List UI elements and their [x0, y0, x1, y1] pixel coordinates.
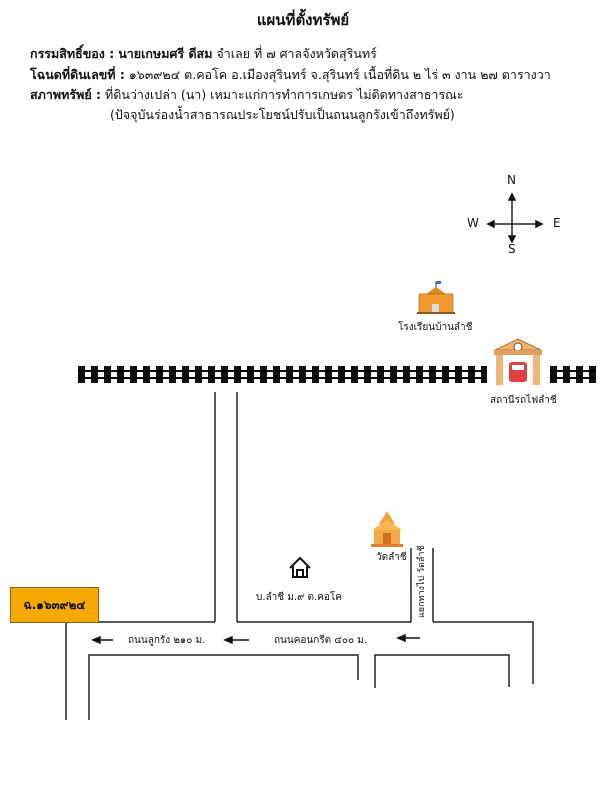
owner-detail: จำเลย ที่ ๗ ศาลจังหวัดสุรินทร์ — [216, 46, 377, 61]
temple-label: วัดลำชี — [376, 552, 407, 563]
parcel-label: ฉ.๑๖๓๙๒๔ — [10, 587, 99, 623]
owner-name: นายเกษมศรี ดีสม — [118, 46, 213, 61]
owner-line: กรรมสิทธิ์ของ : นายเกษมศรี ดีสม จำเลย ที… — [30, 44, 377, 64]
deed-label: โฉนดที่ดินเลขที่ : — [30, 67, 125, 82]
train-station-icon — [494, 338, 542, 385]
dirt-road-label: ถนนลูกรัง ๒๑๐ ม. — [128, 635, 206, 646]
condition-label: สภาพทรัพย์ : — [30, 87, 101, 102]
house-icon — [289, 556, 311, 578]
page-title: แผนที่ตั้งทรัพย์ — [256, 11, 350, 29]
compass-west: W — [467, 216, 479, 230]
compass-north: N — [507, 173, 516, 187]
condition-line: สภาพทรัพย์ : ที่ดินว่างเปล่า (นา) เหมาะแ… — [30, 85, 463, 105]
station-label: สถานีรถไฟลำชี — [490, 395, 557, 406]
railway-track — [78, 366, 487, 383]
concrete-road-label: ถนนคอนกรีต ๔๐๐ ม. — [274, 635, 368, 646]
deed-line: โฉนดที่ดินเลขที่ : ๑๖๓๙๒๔ ต.คอโค อ.เมือง… — [30, 65, 551, 85]
condition-note: (ปัจจุบันร่องน้ำสาธารณประโยชน์ปรับเป็นถน… — [110, 107, 455, 122]
condition-value: ที่ดินว่างเปล่า (นา) เหมาะแก่การทำการเกษ… — [104, 87, 464, 102]
junction-label: แยกทางไป วัดลำชี — [417, 545, 427, 618]
deed-value: ๑๖๓๙๒๔ ต.คอโค อ.เมืองสุรินทร์ จ.สุรินทร์… — [128, 67, 551, 82]
school-icon — [417, 281, 455, 314]
railway-track — [550, 366, 596, 383]
school-label: โรงเรียนบ้านลำชี — [398, 322, 473, 333]
village-label: บ.ลำชี ม.๙ ต.คอโค — [256, 592, 342, 603]
temple-icon — [371, 511, 403, 547]
compass-south: S — [508, 242, 516, 256]
compass-east: E — [553, 216, 561, 230]
owner-label: กรรมสิทธิ์ของ : — [30, 46, 115, 61]
